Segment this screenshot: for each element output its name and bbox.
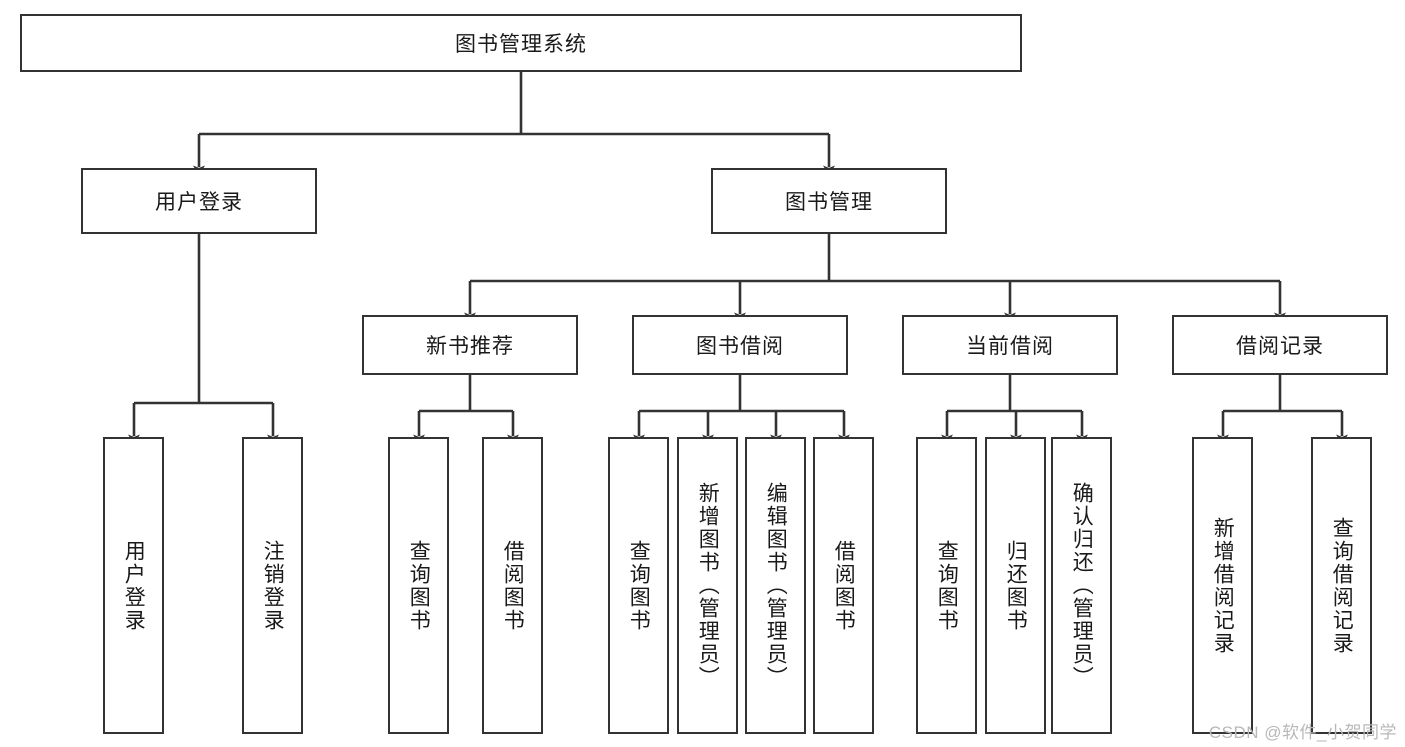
node-label: 确认归还（管理员） xyxy=(1070,482,1094,689)
node-leaf-brw-add[interactable]: 新增图书（管理员） xyxy=(677,437,738,734)
node-label: 查询图书 xyxy=(935,539,959,632)
node-leaf-brw-borrow[interactable]: 借阅图书 xyxy=(813,437,874,734)
node-label: 查询借阅记录 xyxy=(1330,516,1354,655)
node-label: 新增图书（管理员） xyxy=(696,482,720,689)
node-leaf-rec-borrow[interactable]: 借阅图书 xyxy=(482,437,543,734)
node-label: 图书管理 xyxy=(785,191,873,214)
node-root[interactable]: 图书管理系统 xyxy=(20,14,1022,72)
node-label: 图书管理系统 xyxy=(455,33,587,56)
node-leaf-cur-confirm[interactable]: 确认归还（管理员） xyxy=(1051,437,1112,734)
node-leaf-user-login[interactable]: 用户登录 xyxy=(103,437,164,734)
node-label: 查询图书 xyxy=(407,539,431,632)
node-label: 用户登录 xyxy=(155,191,243,214)
node-leaf-brw-query[interactable]: 查询图书 xyxy=(608,437,669,734)
node-label: 注销登录 xyxy=(261,539,285,632)
node-label: 归还图书 xyxy=(1004,539,1028,632)
node-leaf-user-logout[interactable]: 注销登录 xyxy=(242,437,303,734)
node-book-manage[interactable]: 图书管理 xyxy=(711,168,947,234)
node-label: 借阅图书 xyxy=(832,539,856,632)
node-label: 借阅图书 xyxy=(501,539,525,632)
node-label: 借阅记录 xyxy=(1236,335,1324,358)
node-leaf-rec-add[interactable]: 新增借阅记录 xyxy=(1192,437,1253,734)
node-current-borrow[interactable]: 当前借阅 xyxy=(902,315,1118,375)
node-new-book-rec[interactable]: 新书推荐 xyxy=(362,315,578,375)
watermark-credit: CSDN @软件_小贺同学 xyxy=(1208,723,1397,742)
node-leaf-cur-query[interactable]: 查询图书 xyxy=(916,437,977,734)
node-label: 查询图书 xyxy=(627,539,651,632)
node-label: 编辑图书（管理员） xyxy=(764,482,788,689)
node-label: 图书借阅 xyxy=(696,335,784,358)
node-label: 新增借阅记录 xyxy=(1211,516,1235,655)
node-leaf-cur-return[interactable]: 归还图书 xyxy=(985,437,1046,734)
node-leaf-brw-edit[interactable]: 编辑图书（管理员） xyxy=(745,437,806,734)
node-label: 新书推荐 xyxy=(426,335,514,358)
node-label: 当前借阅 xyxy=(966,335,1054,358)
node-book-borrow[interactable]: 图书借阅 xyxy=(632,315,848,375)
node-leaf-rec-query2[interactable]: 查询借阅记录 xyxy=(1311,437,1372,734)
node-borrow-record[interactable]: 借阅记录 xyxy=(1172,315,1388,375)
node-label: 用户登录 xyxy=(122,539,146,632)
node-leaf-rec-query[interactable]: 查询图书 xyxy=(388,437,449,734)
node-user-login[interactable]: 用户登录 xyxy=(81,168,317,234)
